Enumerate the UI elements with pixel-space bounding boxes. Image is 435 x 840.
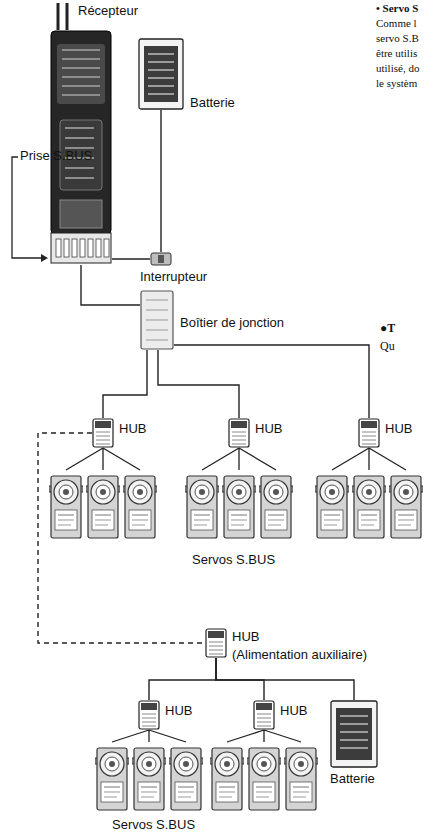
cropped-text: le systèm (376, 77, 417, 90)
hub: HUB (228, 418, 250, 448)
servo (86, 476, 120, 538)
cropped-text: Qu (380, 340, 395, 354)
servo-group (185, 476, 293, 538)
switch: Interrupteur (150, 252, 172, 266)
note-label: (Alimentation auxiliaire) (232, 648, 367, 663)
cropped-text: être utilis (376, 47, 417, 60)
servo (259, 476, 293, 538)
battery-icon (330, 700, 378, 768)
cable (103, 350, 147, 418)
group-label: Servos S.BUS (192, 553, 275, 568)
servo (95, 748, 129, 810)
cable (158, 350, 239, 418)
cropped-text: • Servo S (376, 2, 418, 15)
cable (216, 658, 354, 700)
cable (216, 658, 264, 700)
part-label: HUB (385, 422, 412, 437)
hub: HUB(Alimentation auxiliaire) (205, 628, 227, 658)
hub: HUB (138, 700, 160, 730)
servo (284, 748, 318, 810)
servo (185, 476, 219, 538)
hub-icon (205, 628, 227, 658)
hub-icon (228, 418, 250, 448)
cable (149, 658, 216, 700)
receiver: Récepteur (50, 30, 112, 265)
hub-icon (92, 418, 114, 448)
cable (112, 258, 150, 259)
part-label: Interrupteur (140, 270, 207, 285)
hub: HUB (358, 418, 380, 448)
part-label: Batterie (330, 772, 375, 787)
servo-group (49, 476, 157, 538)
part-label: HUB (255, 422, 282, 437)
antenna (57, 3, 60, 30)
part-label: Récepteur (78, 4, 138, 19)
servo-group (210, 748, 318, 810)
hub: HUB (253, 700, 275, 730)
cable (174, 345, 369, 418)
servo (132, 748, 166, 810)
servo (210, 748, 244, 810)
dashed-cable (38, 433, 205, 643)
receiver-icon (50, 30, 112, 265)
cable (160, 110, 161, 252)
hub-icon (253, 700, 275, 730)
leader-line (12, 157, 42, 258)
cropped-text: Comme l (376, 17, 417, 30)
battery: Batterie (330, 700, 378, 768)
servo-group (315, 476, 423, 538)
switch-icon (150, 252, 172, 266)
servo (389, 476, 423, 538)
servo (123, 476, 157, 538)
cable (81, 265, 140, 305)
part-label: HUB (232, 630, 259, 645)
servo (352, 476, 386, 538)
servo-group (95, 748, 203, 810)
group-label: Servos S.BUS (112, 818, 195, 833)
junction-icon (140, 290, 174, 350)
servo-wires (66, 448, 406, 742)
servo (315, 476, 349, 538)
servo (49, 476, 83, 538)
part-label: HUB (280, 704, 307, 719)
hub: HUB (92, 418, 114, 448)
battery: Batterie (138, 38, 184, 110)
servo (169, 748, 203, 810)
antenna (66, 3, 69, 30)
hub-icon (138, 700, 160, 730)
battery-icon (138, 38, 184, 110)
part-label: HUB (165, 704, 192, 719)
part-label: Prise S.BUS (20, 149, 92, 164)
servo (222, 476, 256, 538)
servo (247, 748, 281, 810)
junction-box: Boîtier de jonction (140, 290, 174, 350)
part-label: HUB (119, 422, 146, 437)
cropped-text: servo S.B (376, 32, 419, 45)
leader-arrowhead (41, 254, 48, 262)
part-label: Batterie (190, 96, 235, 111)
cropped-text: utilisé, do (376, 62, 419, 75)
cropped-text: ●T (380, 322, 395, 336)
part-label: Boîtier de jonction (180, 316, 284, 331)
hub-icon (358, 418, 380, 448)
